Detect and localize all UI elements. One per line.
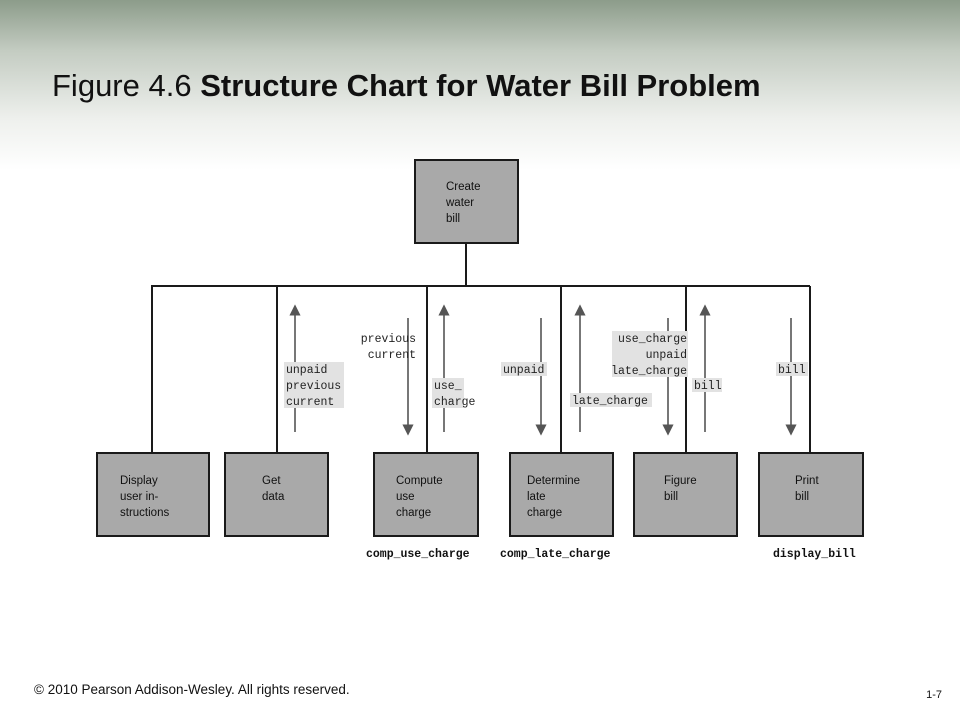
flow-determine-in: unpaid [503, 364, 544, 377]
figure-number: Figure 4.6 [52, 68, 201, 103]
module-figure: Figure bill [633, 452, 738, 537]
determine-label-1: Determine [527, 475, 580, 487]
flow-compute-out: use_ charge [434, 380, 476, 409]
flow-label: current [286, 396, 334, 409]
figure-label-1: Figure [664, 475, 697, 487]
compute-label-1: Compute [396, 475, 443, 487]
flow-print-in: bill [778, 364, 806, 377]
flow-label: late_charge [572, 395, 648, 408]
module-display: Display user in- structions [96, 452, 210, 537]
determine-label-2: late [527, 491, 546, 503]
flow-compute-in: previous current [361, 333, 416, 362]
label-highlights [284, 331, 808, 408]
flow-label: use_charge [618, 333, 687, 346]
print-label-1: Print [795, 475, 819, 487]
flow-label: current [368, 349, 416, 362]
flow-label: bill [694, 380, 722, 393]
print-label-2: bill [795, 491, 809, 503]
module-getdata: Get data [224, 452, 329, 537]
flow-label: unpaid [503, 364, 544, 377]
function-name-compute: comp_use_charge [366, 548, 470, 561]
flow-figure-out: bill [694, 380, 722, 393]
root-label-1: Create [446, 181, 481, 193]
flow-label: unpaid [646, 349, 687, 362]
determine-label-3: charge [527, 507, 562, 519]
header-gradient [0, 0, 960, 170]
copyright-notice: © 2010 Pearson Addison-Wesley. All right… [34, 682, 350, 697]
display-label-3: structions [120, 507, 169, 519]
getdata-label-1: Get [262, 475, 281, 487]
figure-caption: Structure Chart for Water Bill Problem [200, 68, 761, 103]
display-label-2: user in- [120, 491, 159, 503]
flow-determine-out: late_charge [572, 395, 648, 408]
flow-getdata-out: unpaid previous current [286, 364, 341, 409]
flow-label: late_charge [611, 365, 687, 378]
module-determine: Determine late charge [509, 452, 614, 537]
function-name-determine: comp_late_charge [500, 548, 611, 561]
root-label-3: bill [446, 213, 460, 225]
page-number: 1-7 [926, 689, 942, 701]
connector-lines [151, 243, 811, 453]
compute-label-3: charge [396, 507, 431, 519]
root-label-2: water [445, 197, 474, 209]
compute-label-2: use [396, 491, 415, 503]
getdata-label-2: data [262, 491, 285, 503]
module-compute: Compute use charge [373, 452, 479, 537]
function-name-print: display_bill [773, 548, 856, 561]
module-print: Print bill [758, 452, 864, 537]
flow-label: bill [778, 364, 806, 377]
flow-label: unpaid [286, 364, 327, 377]
flow-label: charge [434, 396, 476, 409]
flow-label: previous [361, 333, 416, 346]
flow-label: previous [286, 380, 341, 393]
flow-label: use_ [434, 380, 462, 393]
flow-figure-in: use_charge unpaid late_charge [611, 333, 687, 378]
module-root: Create water bill [414, 159, 519, 244]
display-label-1: Display [120, 475, 158, 487]
figure-label-2: bill [664, 491, 678, 503]
slide-title: Figure 4.6 Structure Chart for Water Bil… [52, 64, 912, 108]
